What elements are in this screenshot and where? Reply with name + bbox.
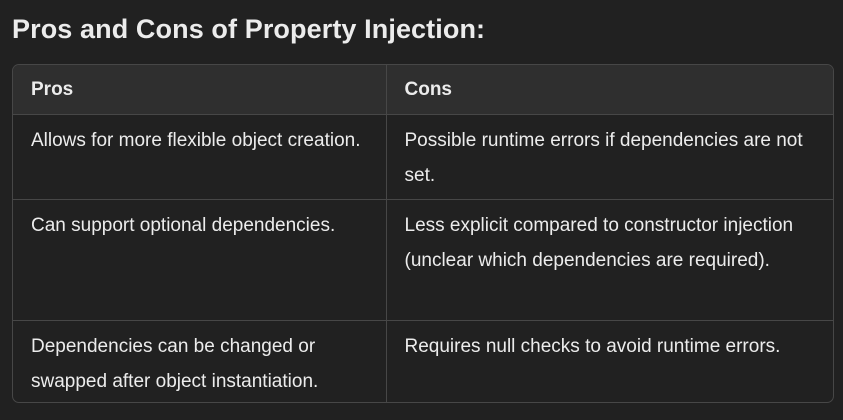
cons-cell: Requires null checks to avoid runtime er… [404, 336, 781, 357]
cons-cell: Possible runtime errors if dependencies … [386, 114, 833, 200]
comparison-table: Pros Cons Allows for more flexible objec… [13, 65, 833, 402]
table-row: Allows for more flexible object creation… [13, 114, 833, 200]
table-row: Can support optional dependencies. Less … [13, 199, 833, 321]
header-cons: Cons [386, 65, 833, 115]
section-heading: Pros and Cons of Property Injection: [12, 14, 486, 44]
header-pros: Pros [13, 65, 387, 115]
cons-cell: Less explicit compared to constructor in… [386, 199, 833, 321]
pros-cons-table: Pros Cons Allows for more flexible objec… [12, 64, 834, 403]
table-header-row: Pros Cons [13, 65, 833, 115]
table-row: Dependencies can be changed or swapped a… [13, 320, 833, 402]
pros-cell: Allows for more flexible object creation… [13, 114, 387, 200]
pros-cell: Can support optional dependencies. [13, 199, 387, 321]
pros-cell: Dependencies can be changed or swapped a… [13, 320, 387, 402]
